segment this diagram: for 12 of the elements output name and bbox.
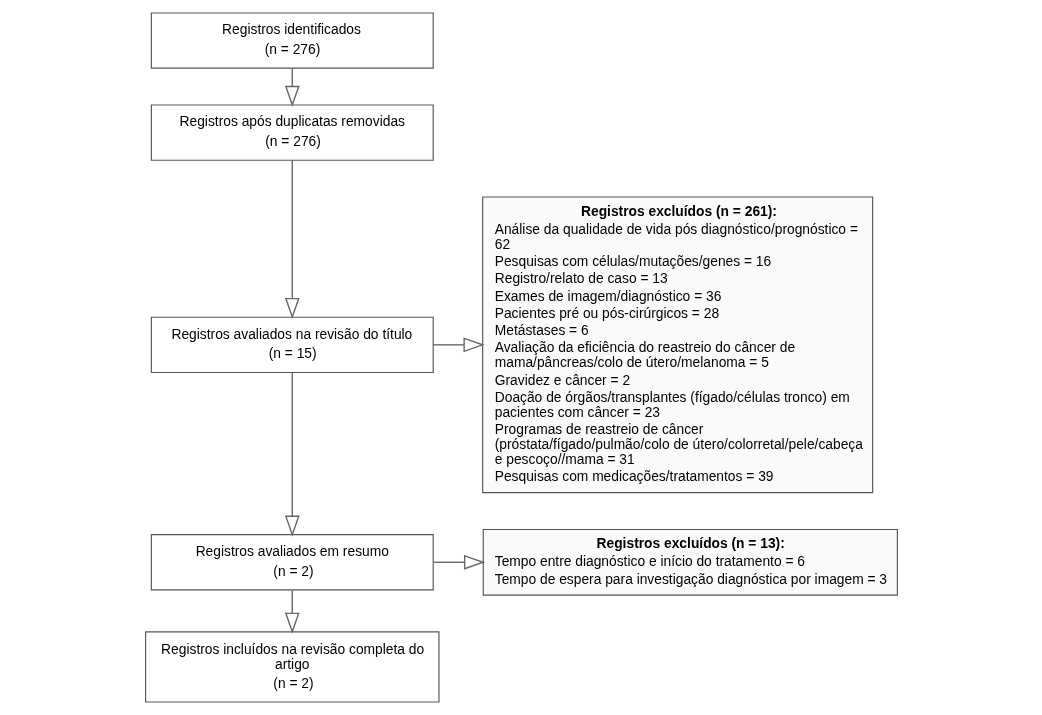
node-box: Registros excluídos (n = 261): Análise da qualidade de vida pós diagnóstico/prognóstico = 62 Pesquisas com células/mutações/genes = 16 Registro/relato de caso = 13 Exames de imagem/diagnóstico = 36 Pacientes pré ou pós-cirúrgicos = 28 Metástases = 6 Avaliação da eficiência do reastreio do câncer de mama/pâncreas/colo de útero/melanoma = 5 Gravidez e câncer = 2 Doação de órgãos/transplantes (fígado/células tronco) em pacientes com câncer = 23 Programas de reastreio de câncer (próstata/fígado/pulmão/colo de útero/colorretal/pele/cabeça e pescoço//mama = 31 Pesquisas com medicações/tratamentos = 39 — [481, 196, 873, 494]
node-box: Registros excluídos (n = 13): Tempo entre diagnóstico e início do tratamento = 6 Tempo de espera para investigação diagnóstica por imagem = 3 — [482, 528, 898, 596]
node-box: Registros avaliados em resumo (n = 2) — [150, 534, 434, 591]
arrow — [284, 372, 300, 537]
node-box: Registros avaliados na revisão do título (n = 15) — [150, 316, 434, 374]
node-box: Registros identificados (n = 276) — [150, 12, 434, 69]
arrow — [284, 589, 300, 634]
arrow — [432, 337, 485, 353]
arrow — [432, 554, 485, 570]
arrow — [284, 159, 300, 320]
node-box: Registros incluídos na revisão completa do artigo (n = 2) — [144, 631, 440, 703]
node-box: Registros após duplicatas removidas (n = 276) — [150, 104, 434, 161]
